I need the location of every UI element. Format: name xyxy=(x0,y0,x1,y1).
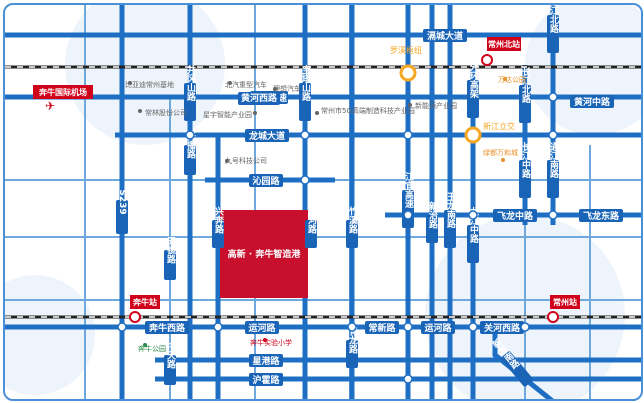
road-label-jiyang: 竹溪路 xyxy=(347,205,359,234)
road-label-tongjiang-n: 通江北路 xyxy=(548,5,559,34)
poi-12: 奔牛公园 xyxy=(138,344,166,353)
station-changzhou-n: 常州北站 xyxy=(488,39,520,49)
road-label-changjiang: 长江中路 xyxy=(520,141,531,179)
station-label-bg xyxy=(130,295,160,309)
intersections xyxy=(117,92,558,384)
station-label-bg xyxy=(33,85,93,99)
interchange-nxl: 新江立交 xyxy=(483,121,515,131)
road-label-tianjing: 天镜路 xyxy=(165,236,176,264)
road-label-yunhe-e: 运河路 xyxy=(424,322,452,334)
road-label-feilong-e: 飞龙东路 xyxy=(583,210,620,222)
road-label-s239: S239 xyxy=(117,189,127,214)
road-label-xingyi: 兴奔路 xyxy=(213,205,225,234)
interchanges: 罗溪枢纽 新江立交 xyxy=(390,45,515,144)
map-frame: 高新 · 奔牛智造港 滆城大道 沪宜高速 黄河西路 黄河中路 龙城大道 沁园路 … xyxy=(3,3,643,401)
poi-dot xyxy=(138,109,142,113)
poi-dot xyxy=(315,111,319,115)
road-labels-h: 滆城大道 沪宜高速 黄河西路 黄河中路 龙城大道 沁园路 飞龙中路 飞龙东路 奔… xyxy=(145,29,623,386)
road-label-yuzhi: 玉龙南路 xyxy=(445,192,457,229)
halo-area xyxy=(525,5,641,135)
road-label-huanghe-w: 黄河西路 xyxy=(241,92,278,104)
poi-dot xyxy=(503,77,507,81)
poi-dot xyxy=(273,87,277,91)
poi-10: 万达公园 xyxy=(498,75,526,84)
poi-1: 比亚迪常州基地 xyxy=(125,80,174,89)
road-label-gangxiang: 星港路 xyxy=(252,355,280,367)
station-icon xyxy=(129,311,141,323)
road-label-jiangyi: 江宜高速 xyxy=(403,171,414,209)
poi-3: 理想汽车 xyxy=(273,84,301,93)
poi-7: 九号科技公司 xyxy=(225,156,267,165)
road-label-longcheng: 龙城大道 xyxy=(248,130,285,142)
road-label-zhongtian: 中天路 xyxy=(165,340,176,369)
interchange-icon xyxy=(399,64,417,82)
pois: 比亚迪常州基地 北汽重型汽车 理想汽车 常林股份公司 星宇智能产业园 常州市5G… xyxy=(125,75,526,353)
poi-6: 常州市5G高端制造科技产业园 xyxy=(321,106,415,115)
road-label-longjiang: 龙江中路 xyxy=(468,206,480,244)
poi-dot xyxy=(501,158,505,162)
road-label-qinyuan: 沁园路 xyxy=(252,175,280,187)
station-label-bg xyxy=(550,295,580,309)
map-svg: 高新 · 奔牛智造港 滆城大道 沪宜高速 黄河西路 黄河中路 龙城大道 沁园路 … xyxy=(5,5,641,399)
poi-dot xyxy=(263,338,267,342)
station-airport: 奔牛国际机场 xyxy=(38,87,87,97)
highlight-label: 高新 · 奔牛智造港 xyxy=(228,248,302,260)
highlight-zone[interactable] xyxy=(220,210,308,298)
road-label-benniu-w: 奔牛西路 xyxy=(148,322,186,334)
poi-2: 北汽重型汽车 xyxy=(225,80,267,89)
road-label-guanzhou: 关河西路 xyxy=(484,322,521,334)
station-label-bg xyxy=(487,37,521,51)
road-label-yinhe: 银河路 xyxy=(306,205,317,234)
road-label-feilong-m: 飞龙中路 xyxy=(497,210,534,222)
station-changzhou: 常州站 xyxy=(553,297,577,307)
poi-8: 新能源产业园 xyxy=(415,101,457,110)
road-label-tongjiang-s: 通江南路 xyxy=(548,141,559,179)
poi-11: 绿都万和城 xyxy=(483,148,518,157)
road-label-qianhe: 青龙路 xyxy=(347,325,359,354)
poi-4: 常林股份公司 xyxy=(145,108,187,117)
airport-icon: ✈ xyxy=(45,99,55,113)
station-icon xyxy=(481,54,493,66)
poi-dot xyxy=(253,111,257,115)
road-label-xinzhi: 新治路 xyxy=(427,200,438,229)
halo-area xyxy=(5,275,95,395)
road-label-yunhe: 运河路 xyxy=(248,322,276,334)
poi-13: 奔牛实验小学 xyxy=(250,338,292,347)
station-icon xyxy=(547,311,559,323)
road-label-baota: 宝塔山路 xyxy=(300,64,311,102)
poi-dot xyxy=(225,159,229,163)
road-label-tianban: 天播路 xyxy=(185,131,196,159)
station-benniu: 奔牛站 xyxy=(132,297,157,307)
road-label-jingyuan: 井冈山路 xyxy=(185,64,196,102)
stations[interactable]: 常州北站 奔牛站 常州站 奔牛国际机场 ✈ xyxy=(33,37,580,323)
road-label-changjiang-n: 长江北路 xyxy=(520,66,531,104)
poi-dot xyxy=(143,343,147,347)
road-label-hutong: 滆城大道 xyxy=(427,30,463,42)
halo-area xyxy=(65,5,225,145)
interchange-luo: 罗溪枢纽 xyxy=(390,45,422,55)
road-label-waihuan: 外环高架 xyxy=(468,61,480,99)
interchange-icon xyxy=(464,126,482,144)
railways xyxy=(5,65,641,319)
poi-dot xyxy=(408,103,412,107)
poi-dot xyxy=(128,81,132,85)
poi-dot xyxy=(228,81,232,85)
poi-5: 星宇智能产业园 xyxy=(203,110,252,119)
road-label-changxin: 常新路 xyxy=(368,322,396,334)
road-label-huge: 沪霍路 xyxy=(252,374,280,386)
road-label-huanghe-m: 黄河中路 xyxy=(574,96,611,108)
road-labels-v: 井冈山路 宝塔山路 天播路 天镜路 中天路 S239 兴奔路 银河路 竹溪路 xyxy=(116,5,559,387)
